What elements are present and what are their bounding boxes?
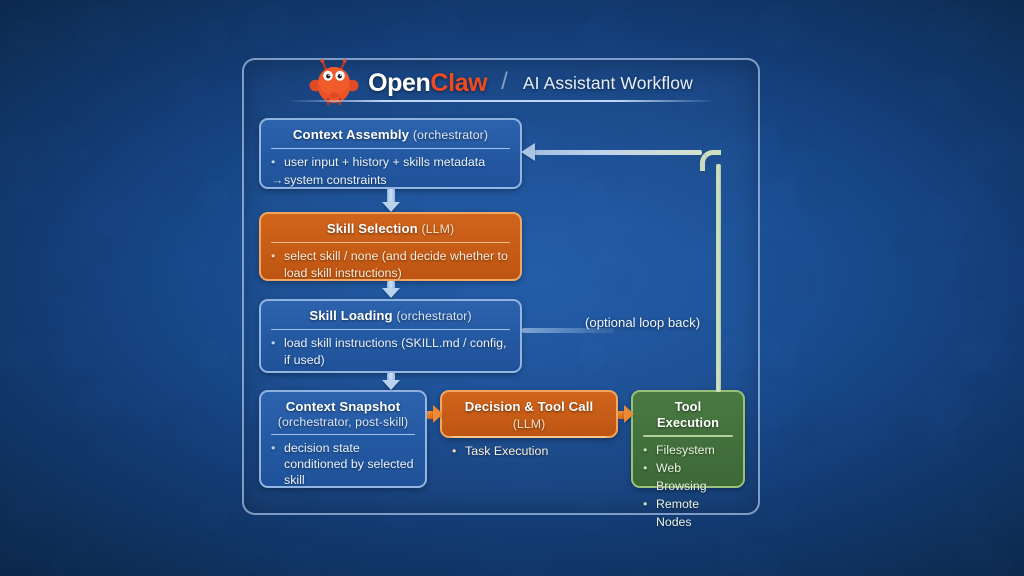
arrow-head-down-icon (382, 288, 400, 298)
node-title-main: Skill Loading (309, 308, 393, 323)
list-item-text: Web Browsing (656, 461, 707, 493)
node-items: • Task Execution (451, 443, 607, 460)
node-title: Tool Execution (642, 398, 734, 435)
arrow-head-right-icon (433, 405, 443, 423)
diagram-header: OpenClaw / AI Assistant Workflow (242, 58, 760, 108)
node-divider (643, 435, 733, 437)
brand-open: Open (368, 68, 431, 97)
list-item: • Filesystem (642, 442, 734, 459)
bullet-marker: • (271, 441, 276, 456)
list-item: • Remote Nodes (642, 496, 734, 531)
bullet-marker: • (643, 497, 648, 512)
node-title-main: Context Snapshot (285, 399, 401, 414)
node-items: • select skill / none (and decide whether… (270, 248, 511, 281)
node-context-snapshot[interactable]: Context Snapshot(orchestrator, post-skil… (259, 390, 427, 488)
node-skill-loading[interactable]: Skill Loading (orchestrator) • load skill… (259, 299, 522, 373)
arrow-stem (618, 411, 625, 419)
list-item-text: user input + history + skills metadata (284, 155, 486, 170)
node-title: Context Snapshot(orchestrator, post-skil… (270, 398, 416, 434)
node-title-main: Tool Execution (656, 399, 720, 431)
bullet-marker: • (271, 336, 276, 351)
list-item: →system constraints (270, 172, 511, 189)
loop-back-label: (optional loop back) (585, 315, 701, 330)
list-item-text: Filesystem (656, 442, 715, 457)
list-item: • load skill instructions (SKILL.md / con… (270, 335, 511, 368)
node-items: • decision state conditioned by selected … (270, 440, 416, 488)
openclaw-crab-logo-icon (309, 59, 359, 106)
header-subtitle: AI Assistant Workflow (522, 72, 693, 93)
node-title: Skill Loading (orchestrator) (270, 307, 511, 329)
arrow-marker: → (271, 172, 284, 187)
bullet-marker: • (271, 249, 276, 264)
list-item: • select skill / none (and decide whether… (270, 248, 511, 281)
node-title-sub: (LLM) (512, 416, 546, 431)
node-title-main: Decision & Tool Call (464, 399, 594, 414)
brand-claw: Claw (430, 68, 488, 97)
arrow-head-right-icon (624, 405, 634, 423)
node-title-sub: (orchestrator) (396, 309, 472, 323)
loop-back-corner (700, 150, 721, 171)
bullet-marker: • (452, 443, 457, 458)
list-item: • user input + history + skills metadata (270, 154, 511, 171)
list-item-text: select skill / none (and decide whether … (284, 249, 508, 280)
node-items: • load skill instructions (SKILL.md / con… (270, 335, 511, 368)
brand-wordmark: OpenClaw (368, 68, 488, 97)
node-decision-tool-call[interactable]: Decision & Tool Call (LLM) • Task Executi… (440, 390, 618, 458)
node-title: Skill Selection (LLM) (270, 220, 511, 242)
node-title-sub: (LLM) (421, 222, 455, 236)
connector-skill-loading-right (522, 328, 614, 333)
node-title-sub: (orchestrator, post-skill) (277, 415, 409, 430)
arrow-head-down-icon (382, 202, 400, 212)
node-title-main: Skill Selection (326, 221, 418, 236)
arrow-stem (427, 411, 434, 419)
bullet-marker: • (643, 442, 648, 457)
arrow-head-down-icon (382, 380, 400, 390)
workflow-panel (242, 58, 760, 515)
arrow-context-assembly-to-skill-selection (382, 189, 400, 212)
node-divider (271, 328, 510, 331)
arrow-stem (387, 281, 395, 289)
loop-back-vertical-line (716, 164, 721, 392)
arrow-context-snapshot-to-decision-tool-call (427, 405, 443, 423)
arrow-stem (387, 189, 395, 203)
node-divider (452, 436, 606, 438)
node-title: Context Assembly (orchestrator) (270, 126, 511, 148)
bullet-marker: • (643, 461, 648, 476)
node-divider (271, 433, 415, 436)
node-title-sub: (orchestrator) (412, 128, 489, 142)
header-divider (290, 100, 712, 102)
arrow-decision-tool-call-to-tool-execution (618, 405, 634, 423)
node-context-assembly[interactable]: Context Assembly (orchestrator) • user in… (259, 118, 522, 189)
loop-back-arrow-head-left-icon (521, 143, 535, 161)
node-skill-selection[interactable]: Skill Selection (LLM) • select skill / no… (259, 212, 522, 281)
arrow-skill-selection-to-skill-loading (382, 281, 400, 298)
list-item-text: system constraints (284, 172, 387, 187)
arrow-skill-loading-to-context-snapshot (382, 373, 400, 390)
list-item-text: load skill instructions (SKILL.md / conf… (284, 336, 507, 367)
bullet-marker: • (271, 155, 276, 170)
node-divider (271, 241, 510, 244)
list-item: • decision state conditioned by selected … (270, 440, 416, 488)
list-item-text: decision state conditioned by selected s… (284, 441, 414, 488)
node-tool-execution[interactable]: Tool Execution • Filesystem • Web Browsing… (631, 390, 745, 529)
header-separator: / (501, 68, 508, 95)
node-items: •user input + history + skills metadata … (270, 154, 511, 188)
node-title-main: Context Assembly (292, 127, 410, 142)
arrow-stem (387, 373, 395, 381)
node-title: Decision & Tool Call (LLM) (451, 398, 607, 436)
list-item: • Task Execution (451, 443, 607, 460)
node-divider (271, 147, 510, 150)
list-item-text: Task Execution (465, 443, 549, 458)
list-item: • Web Browsing (642, 460, 734, 495)
list-item-text: Remote Nodes (656, 497, 700, 529)
loop-back-horizontal-line (534, 150, 702, 155)
node-items: • Filesystem • Web Browsing • Remote Nodes (642, 442, 734, 531)
